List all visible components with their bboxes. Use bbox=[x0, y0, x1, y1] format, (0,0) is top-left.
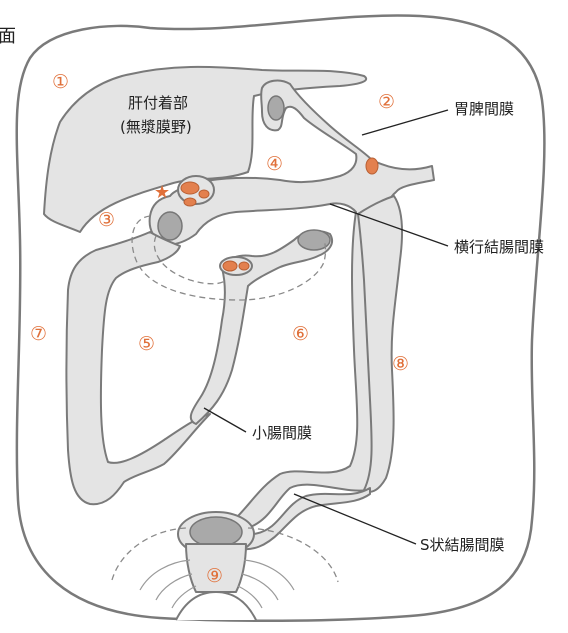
small-mesentery-label: 小腸間膜 bbox=[252, 424, 312, 442]
region-7: ⑦ bbox=[30, 323, 47, 345]
liver-note: (無漿膜野) bbox=[120, 118, 192, 136]
sigmoid-mesocolon-label: S状結腸間膜 bbox=[420, 536, 505, 554]
region-8: ⑧ bbox=[392, 353, 409, 375]
hepatic-artery bbox=[199, 190, 209, 198]
region-5: ⑤ bbox=[138, 333, 155, 355]
smv bbox=[239, 262, 249, 270]
splenic-vessel bbox=[366, 158, 378, 174]
region-3: ③ bbox=[98, 209, 115, 231]
vessel-upper bbox=[268, 96, 284, 120]
region-6: ⑥ bbox=[292, 323, 309, 345]
corner-fragment: 面 bbox=[0, 26, 16, 47]
region-1: ① bbox=[52, 71, 69, 93]
portal-vein bbox=[181, 182, 199, 194]
region-2: ② bbox=[378, 91, 395, 113]
gastrosplenic-label: 胃脾間膜 bbox=[454, 100, 514, 118]
sma bbox=[223, 261, 237, 271]
transverse-mesocolon-label: 横行結腸間膜 bbox=[454, 238, 544, 256]
region-9: ⑨ bbox=[206, 565, 223, 587]
region-4: ④ bbox=[266, 153, 283, 175]
star-marker: ★ bbox=[154, 182, 170, 203]
pelvic-vessel bbox=[190, 517, 242, 547]
liver-label: 肝付着部 bbox=[128, 94, 188, 112]
bile-duct bbox=[184, 198, 196, 206]
vessel-left bbox=[158, 212, 182, 240]
